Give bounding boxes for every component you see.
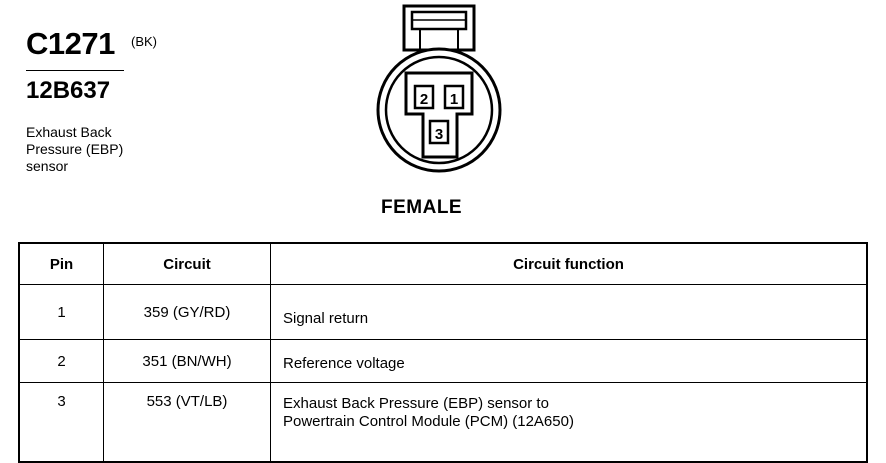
row-function: Reference voltage [270, 339, 868, 383]
description-line-3: sensor [26, 158, 69, 174]
color-code: (BK) [131, 34, 157, 49]
header-circuit: Circuit [103, 242, 271, 285]
connector-face-diagram: 2 1 3 [376, 4, 502, 173]
row-pin: 2 [18, 339, 104, 383]
pin-2-label: 2 [420, 91, 428, 108]
row-circuit: 351 (BN/WH) [103, 339, 271, 383]
row-pin: 1 [18, 284, 104, 340]
table-header-row: Pin Circuit Circuit function [18, 242, 868, 285]
row-pin: 3 [18, 382, 104, 463]
header-circuit-function: Circuit function [270, 242, 868, 285]
header-pin: Pin [18, 242, 104, 285]
header-divider [26, 70, 124, 71]
row-function-line: Exhaust Back Pressure (EBP) sensor to [283, 395, 549, 412]
description-line-2: Pressure (EBP) [26, 141, 124, 157]
row-circuit: 359 (GY/RD) [103, 284, 271, 340]
row-function: Exhaust Back Pressure (EBP) sensor to Po… [270, 382, 868, 463]
pin-3-label: 3 [435, 126, 443, 143]
pin-1-box [443, 84, 465, 110]
table-row: 3 553 (VT/LB) Exhaust Back Pressure (EBP… [18, 382, 868, 463]
part-number: 12B637 [26, 77, 111, 104]
table-row: 1 359 (GY/RD) Signal return [18, 284, 868, 340]
row-circuit: 553 (VT/LB) [103, 382, 271, 463]
connector-id: C1271 [26, 26, 115, 61]
pin-3-box [428, 119, 450, 145]
row-function-line: Powertrain Control Module (PCM) (12A650) [283, 413, 574, 430]
table-row: 2 351 (BN/WH) Reference voltage [18, 339, 868, 383]
row-function-line: Reference voltage [283, 354, 405, 372]
pin-2-box [413, 84, 435, 110]
connector-gender: FEMALE [381, 197, 463, 218]
description-line-1: Exhaust Back [26, 124, 112, 140]
row-function-line: Signal return [283, 309, 369, 327]
pin-1-label: 1 [450, 91, 458, 108]
pin-table: Pin Circuit Circuit function 1 359 (GY/R… [18, 242, 868, 463]
row-function: Signal return [270, 284, 868, 340]
